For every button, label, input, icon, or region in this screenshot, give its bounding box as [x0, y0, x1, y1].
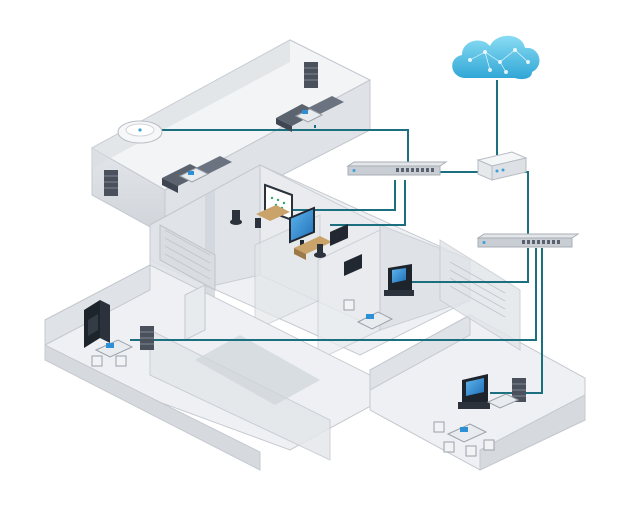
network-cables — [130, 80, 543, 394]
conference-table-icon — [294, 236, 332, 260]
server-rack-icon — [104, 170, 118, 196]
cable-gateway-switch2 — [512, 171, 529, 240]
desktop-monitor-icon — [289, 206, 315, 248]
staircase-icon — [159, 224, 216, 291]
office-chair-icon — [343, 299, 355, 311]
office-chair-icon — [230, 210, 242, 225]
office-chair-icon — [255, 218, 261, 228]
gateway-icon — [476, 151, 528, 181]
switch-icon — [476, 233, 580, 248]
cable-desktop-switch — [330, 180, 406, 226]
office-chair-icon — [91, 355, 127, 367]
ip-phone-icon — [458, 374, 490, 409]
staircase-icon — [449, 261, 506, 318]
conference-table-icon — [486, 393, 520, 409]
conference-table-icon — [94, 339, 134, 358]
ip-phone-icon — [384, 264, 414, 296]
switch-icon — [346, 161, 448, 176]
cable-office-switch — [290, 180, 396, 211]
cable-phone-switch2 — [410, 248, 529, 283]
server-rack-icon — [140, 326, 154, 350]
conference-table-icon — [294, 108, 324, 123]
cloud-icon — [452, 35, 540, 80]
office-chair-icon — [433, 421, 495, 457]
cable-ap-switch — [160, 129, 409, 168]
tv-display-icon — [330, 224, 348, 246]
ip-phone-icon — [84, 300, 110, 348]
cable-lobby-switch2 — [130, 248, 537, 341]
access-point-icon — [117, 120, 163, 144]
lobby-doorway — [195, 335, 320, 405]
conference-table-icon — [178, 167, 210, 183]
cable-rightwing-switch2 — [490, 248, 543, 394]
tv-display-icon — [344, 254, 362, 276]
server-rack-icon — [512, 378, 526, 402]
conference-table-icon — [446, 423, 488, 443]
server-rack-icon — [304, 62, 318, 88]
conference-table-icon — [356, 311, 394, 330]
conference-table-icon — [256, 205, 290, 221]
office-chair-icon — [314, 244, 326, 258]
